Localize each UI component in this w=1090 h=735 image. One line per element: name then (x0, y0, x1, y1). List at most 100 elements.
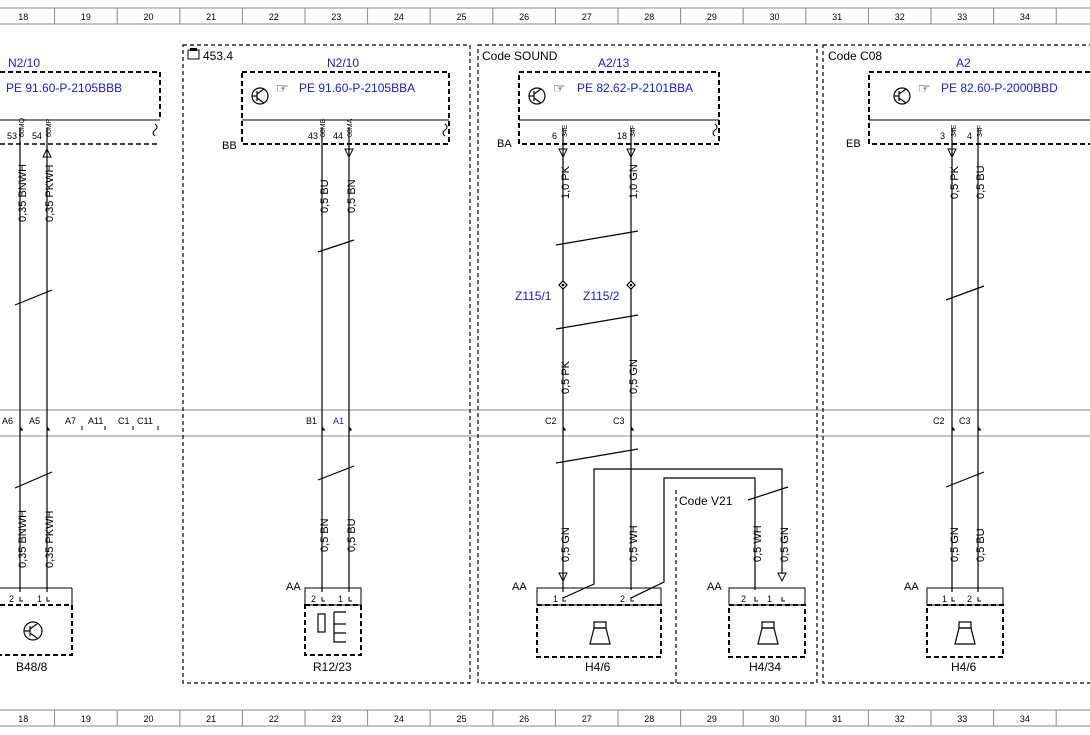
ruler-column-label: 28 (644, 714, 654, 724)
pin-label: 2 (311, 594, 316, 604)
pin-label: 1 (338, 594, 343, 604)
pin-label: 6 (552, 131, 557, 141)
component-r12-23: AA 2 1 R12/23 (286, 581, 362, 674)
hand-pointer-icon: ☞ (918, 80, 931, 96)
wire-code: 34F (977, 125, 984, 137)
ruler-column-label: 18 (18, 12, 28, 22)
ruler-column-label: 23 (331, 12, 341, 22)
pin-label: 1 (37, 594, 42, 604)
sep-label: B1 (306, 416, 317, 426)
heater-element-icon (317, 611, 346, 643)
module-sound-name[interactable]: A2/13 (598, 56, 630, 70)
wire-label: 0,5 BN (319, 518, 331, 552)
wire-label: 0,5 PK (949, 165, 961, 199)
sep-label: A6 (2, 416, 13, 426)
pin-label: 1 (767, 594, 772, 604)
module-left-name[interactable]: N2/10 (8, 56, 40, 70)
ruler-column-label: 34 (1020, 714, 1030, 724)
sep-label: C11 (137, 416, 153, 426)
wire-label: 0,5 GN (779, 527, 791, 562)
module-right-connector: EB (846, 138, 861, 150)
sep-label-link[interactable]: A1 (333, 416, 344, 426)
ruler-column-label: 26 (519, 714, 529, 724)
wire-label: 0,5 GN (560, 527, 572, 562)
ruler-column-label: 31 (832, 714, 842, 724)
ruler-column-label: 21 (206, 12, 216, 22)
module-mid: N2/10 ☞ PE 91.60-P-2105BBA BB (222, 56, 450, 152)
speaker-icon (954, 621, 976, 645)
wire-label: 0,5 BN (346, 179, 358, 213)
component-name[interactable]: H4/6 (951, 660, 977, 674)
ruler-column-label: 18 (18, 714, 28, 724)
pin-label: 2 (967, 594, 972, 604)
wire-label: 0,5 WH (752, 525, 764, 562)
wire-label: 1,0 PK (560, 165, 572, 199)
wire-code: 60MP (46, 118, 53, 137)
wire-label: 0,5 BU (319, 179, 331, 213)
pin-label: 2 (620, 594, 625, 604)
ruler-column-label: 30 (769, 12, 779, 22)
ruler-column-label: 32 (895, 714, 905, 724)
component-name[interactable]: B48/8 (16, 660, 48, 674)
component-name[interactable]: R12/23 (313, 660, 352, 674)
transistor-icon (528, 87, 546, 105)
component-h4-6-c08: AA 1 2 H4/6 (904, 581, 1004, 674)
wire-label: 0,35 PKWH (44, 510, 56, 568)
wire-code: 60MA (347, 118, 354, 137)
hand-pointer-icon: ☞ (276, 80, 289, 96)
ruler-column-label: 22 (269, 12, 279, 22)
speaker-icon (589, 621, 611, 645)
wire-label: 0,35 PKWH (44, 164, 56, 222)
sep-label: C2 (933, 416, 945, 426)
module-right-name[interactable]: A2 (956, 56, 971, 70)
splice-z115-1-link[interactable]: Z115/1 (515, 289, 552, 303)
sep-label: C2 (545, 416, 557, 426)
module-sound: A2/13 ☞ PE 82.62-P-2101BBA BA (497, 56, 720, 150)
pin-label: 4 (967, 131, 972, 141)
wire-label: 0,5 BU (975, 528, 987, 562)
connector-label: AA (286, 581, 301, 593)
module-mid-name[interactable]: N2/10 (327, 56, 359, 70)
section-frames (182, 44, 1090, 684)
code-sound-label: Code SOUND (482, 49, 558, 63)
speaker-icon (757, 621, 779, 645)
ruler-column-label: 27 (582, 714, 592, 724)
wire-label: 0,35 BNWH (17, 510, 29, 568)
ruler-column-label: 27 (582, 12, 592, 22)
pin-label: 1 (553, 594, 558, 604)
ruler-column-label: 25 (456, 12, 466, 22)
ruler-column-label: 19 (81, 12, 91, 22)
component-name[interactable]: H4/34 (749, 660, 781, 674)
transistor-icon (893, 87, 911, 105)
ruler-column-label: 26 (519, 12, 529, 22)
direction-markers (42, 147, 957, 583)
wire-label: 0,5 BU (975, 165, 987, 199)
ruler-column-label: 20 (143, 714, 153, 724)
wires (14, 128, 985, 599)
transistor-icon (23, 621, 43, 641)
component-h4-6-sound: AA 1 2 H4/6 (512, 581, 662, 674)
module-left-pe-link[interactable]: PE 91.60-P-2105BBB (6, 81, 122, 95)
ruler-column-label: 20 (143, 12, 153, 22)
module-sound-pe-link[interactable]: PE 82.62-P-2101BBA (577, 81, 693, 95)
sep-label: A11 (88, 416, 103, 426)
wire-label: 1,0 GN (628, 164, 640, 199)
section-sound-frame (477, 44, 818, 684)
component-name[interactable]: H4/6 (585, 660, 611, 674)
wire-label: 0,5 GN (949, 527, 961, 562)
ruler-column-label: 22 (269, 714, 279, 724)
section-453-frame (182, 44, 471, 684)
module-mid-pe-link[interactable]: PE 91.60-P-2105BBA (299, 81, 415, 95)
wire-code: 60MQ (19, 117, 26, 137)
component-b48-8: 2 1 B48/8 (0, 587, 73, 674)
module-right-pe-link[interactable]: PE 82.60-P-2000BBD (941, 81, 1058, 95)
ruler-column-label: 28 (644, 12, 654, 22)
section-c08-frame (822, 44, 1090, 684)
pin-label: 18 (617, 131, 627, 141)
module-pins: 53 54 43 44 6 18 3 4 60MQ 60MP 60MB 60MA… (7, 117, 984, 141)
wire-code: 34E (951, 124, 958, 137)
splice-z115-2-link[interactable]: Z115/2 (583, 289, 620, 303)
wire-label: 0,35 BNWH (17, 164, 29, 222)
sep-label: C1 (118, 416, 130, 426)
